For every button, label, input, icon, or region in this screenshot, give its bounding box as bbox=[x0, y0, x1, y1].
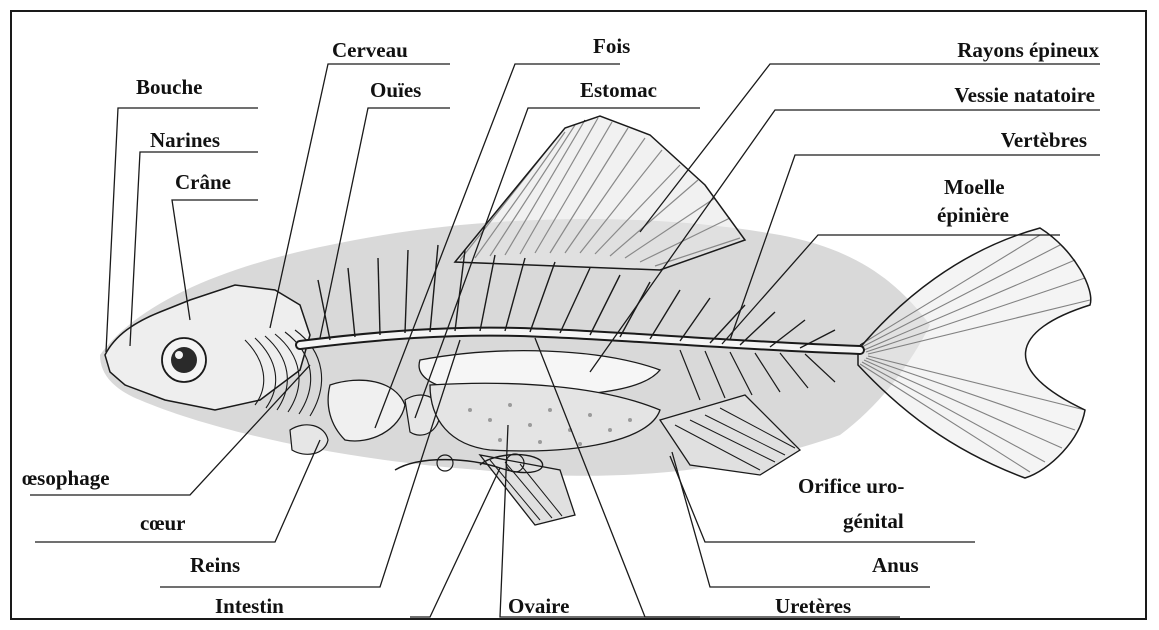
label-intestin: Intestin bbox=[215, 594, 284, 618]
label-ouies: Ouïes bbox=[370, 78, 421, 102]
label-crane: Crâne bbox=[175, 170, 231, 194]
label-orifice-line2: génital bbox=[843, 509, 904, 533]
label-orifice-line1: Orifice uro- bbox=[798, 474, 904, 498]
label-rayons-epineux: Rayons épineux bbox=[957, 38, 1099, 62]
label-fois: Fois bbox=[593, 34, 630, 58]
label-ureteres: Uretères bbox=[775, 594, 851, 618]
label-anus: Anus bbox=[872, 553, 919, 577]
label-coeur: cœur bbox=[140, 511, 186, 535]
label-cerveau: Cerveau bbox=[332, 38, 408, 62]
label-oesophage: œsophage bbox=[22, 466, 110, 490]
label-moelle-line2: épinière bbox=[937, 203, 1009, 227]
label-vertebres: Vertèbres bbox=[1001, 128, 1087, 152]
label-moelle-line1: Moelle bbox=[944, 175, 1005, 199]
tail-fin-outline bbox=[858, 228, 1091, 478]
label-ovaire: Ovaire bbox=[508, 594, 569, 618]
label-bouche: Bouche bbox=[136, 75, 203, 99]
dorsal-fin-outline bbox=[455, 116, 745, 270]
leader-intestin bbox=[410, 468, 500, 617]
label-vessie-natatoire: Vessie natatoire bbox=[954, 83, 1095, 107]
label-reins: Reins bbox=[190, 553, 240, 577]
label-estomac: Estomac bbox=[580, 78, 657, 102]
label-narines: Narines bbox=[150, 128, 220, 152]
heart bbox=[290, 425, 328, 455]
